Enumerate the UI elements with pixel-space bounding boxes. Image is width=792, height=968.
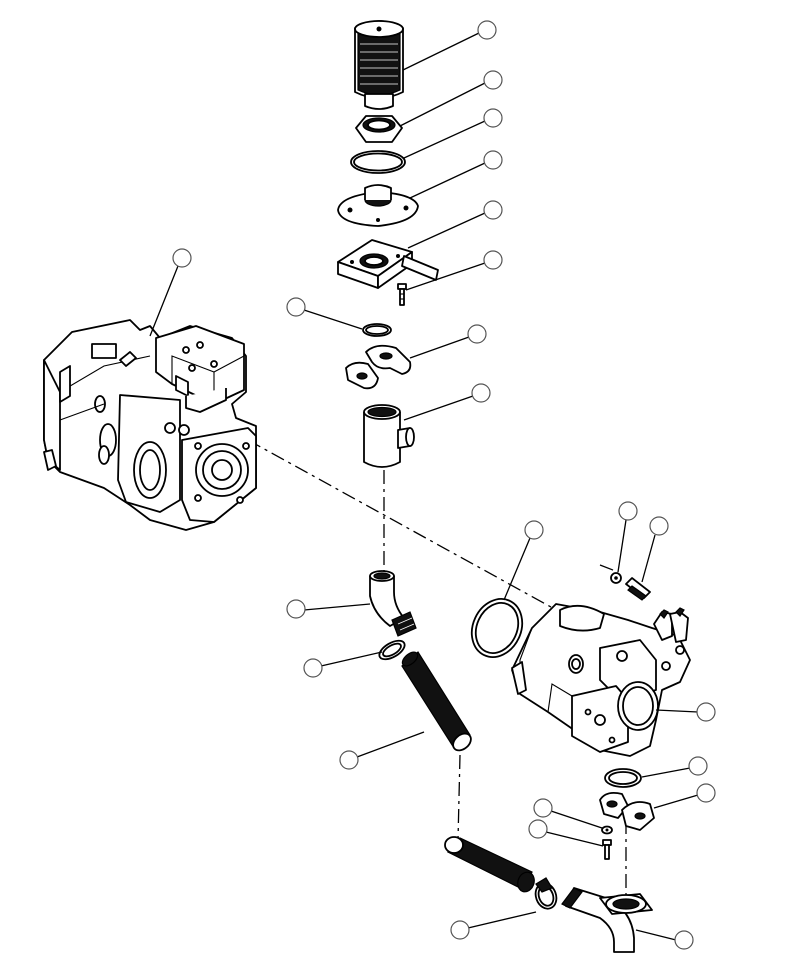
callout-bubble — [471, 383, 491, 403]
bolt-lower — [602, 839, 612, 860]
small-bolt — [397, 283, 407, 306]
suction-hose-upper — [401, 651, 472, 752]
callout-bubble — [696, 783, 716, 803]
callout-bubble — [688, 756, 708, 776]
callout-bubble — [649, 516, 669, 536]
hose-clamp-upper — [378, 639, 406, 661]
suction-hose-lower — [444, 836, 535, 893]
callout-bubble — [483, 150, 503, 170]
charge-pump-right — [511, 603, 691, 757]
o-ring-large — [470, 598, 524, 658]
callout-bubble — [286, 599, 306, 619]
callout-bubble — [483, 108, 503, 128]
filter-head-plate — [337, 184, 419, 227]
callout-bubble — [477, 20, 497, 40]
elbow-tube-lower — [561, 887, 653, 953]
split-flange-top — [345, 344, 412, 390]
adapter-block — [337, 239, 439, 289]
washer-lower — [601, 825, 613, 835]
hose-clamp-lower — [534, 877, 558, 910]
split-flange-lower — [599, 791, 655, 831]
callout-bubble — [618, 501, 638, 521]
callout-bubble — [483, 200, 503, 220]
callout-bubble — [528, 819, 548, 839]
callout-bubble — [286, 297, 306, 317]
callout-bubble — [674, 930, 694, 950]
washer-right — [610, 572, 622, 584]
o-ring-lower — [604, 768, 642, 788]
callout-bubble — [483, 250, 503, 270]
callout-bubbles — [172, 20, 716, 950]
main-pump-left — [43, 319, 257, 531]
callout-bubble — [339, 750, 359, 770]
bolt-right — [625, 577, 651, 601]
tee-fitting — [363, 404, 415, 468]
callout-bubble — [450, 920, 470, 940]
callout-bubble — [303, 658, 323, 678]
callout-bubble — [696, 702, 716, 722]
alignment-lines — [247, 439, 627, 895]
o-ring-small — [362, 323, 392, 337]
callout-bubble — [483, 70, 503, 90]
elbow-fitting — [369, 570, 417, 637]
o-ring-top — [350, 150, 406, 174]
filter-element — [354, 20, 404, 110]
leader-lines — [149, 32, 699, 941]
callout-bubble — [524, 520, 544, 540]
callout-bubble — [172, 248, 192, 268]
callout-bubble — [467, 324, 487, 344]
callout-bubble — [533, 798, 553, 818]
filter-nut — [355, 115, 403, 143]
